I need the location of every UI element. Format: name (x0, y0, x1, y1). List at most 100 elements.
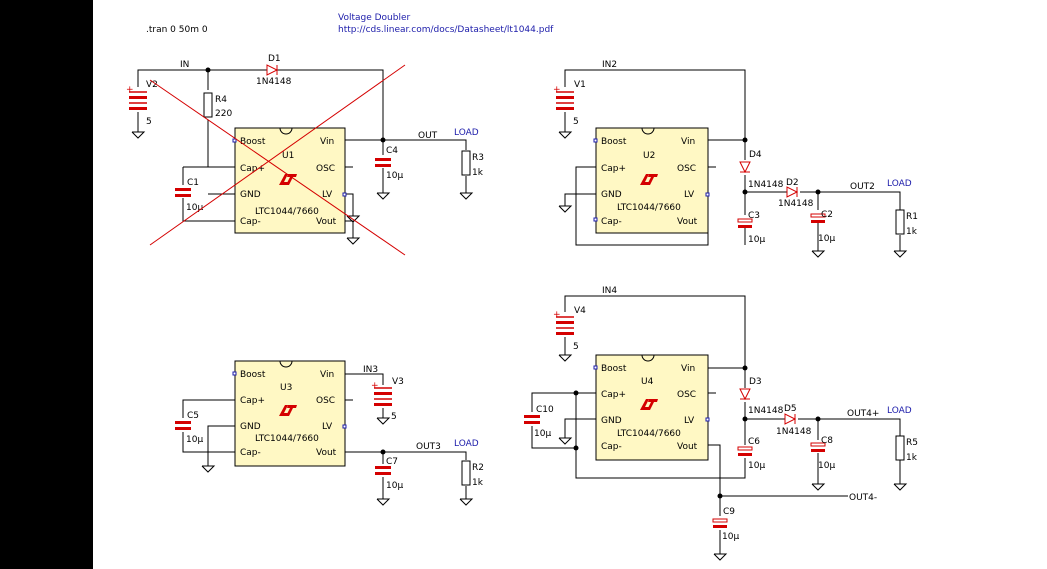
r2-label: R2 (472, 463, 484, 473)
d5-label: D5 (784, 404, 797, 414)
net-out2: OUT2 (850, 182, 875, 192)
net-out4-plus: OUT4+ (847, 409, 879, 419)
u2-pin-lv: LV (684, 190, 695, 200)
r1-label: R1 (906, 212, 918, 222)
d1-label: D1 (268, 54, 281, 64)
load-label-2: LOAD (887, 179, 912, 189)
c7-label: C7 (386, 457, 398, 467)
u1-part: LTC1044/7660 (255, 207, 319, 217)
u4-pin-vin: Vin (681, 364, 695, 374)
r4-value: 220 (215, 109, 232, 119)
load-label-4: LOAD (887, 406, 912, 416)
c9-label: C9 (723, 507, 735, 517)
u3-pin-capplus: Cap+ (240, 396, 265, 406)
net-in: IN (180, 60, 189, 70)
circuit-u4: + V4 5 IN4 D3 1N4148 D5 1N4148 C6 10µ C8… (524, 286, 918, 561)
u2-designator: U2 (643, 151, 655, 161)
u2-pin-osc: OSC (677, 164, 696, 174)
v3-plus: + (371, 381, 379, 391)
u4-pin-capminus: Cap- (601, 442, 622, 452)
d4-label: D4 (749, 150, 762, 160)
c8-value: 10µ (818, 461, 835, 471)
left-black-bar (0, 0, 93, 569)
v4-value: 5 (573, 342, 579, 352)
u3-pin-gnd: GND (240, 422, 261, 432)
u1-pin-capminus: Cap- (240, 217, 261, 227)
d1-value: 1N4148 (256, 77, 292, 87)
r1-value: 1k (906, 227, 918, 237)
net-out4-minus: OUT4- (849, 493, 877, 503)
v1-plus: + (553, 85, 561, 95)
load-label-1: LOAD (454, 128, 479, 138)
u1-pin-gnd: GND (240, 190, 261, 200)
net-in2: IN2 (602, 60, 617, 70)
c3-value: 10µ (748, 235, 765, 245)
u3-pin-vout: Vout (316, 448, 337, 458)
v2-value: 5 (146, 117, 152, 127)
u2-pin-boost: Boost (601, 137, 627, 147)
schematic-title: Voltage Doubler (338, 13, 411, 23)
v1-label: V1 (574, 80, 586, 90)
circuit-u3: IN3 + V3 5 C5 10µ OUT3 LOAD C7 10µ R2 1k… (175, 360, 484, 506)
c4-value: 10µ (386, 171, 403, 181)
v2-plus: + (126, 85, 134, 95)
net-in4: IN4 (602, 286, 617, 296)
u2-pin-gnd: GND (601, 190, 622, 200)
u1-pin-lv: LV (322, 190, 333, 200)
v2-label: V2 (146, 80, 158, 90)
c7-value: 10µ (386, 481, 403, 491)
c2-value: 10µ (818, 234, 835, 244)
u4-pin-vout: Vout (677, 442, 698, 452)
v3-value: 5 (391, 412, 397, 422)
u4-pin-lv: LV (684, 416, 695, 426)
v1-value: 5 (573, 117, 579, 127)
c1-label: C1 (187, 178, 199, 188)
u3-pin-capminus: Cap- (240, 448, 261, 458)
r2-value: 1k (472, 478, 484, 488)
v3-label: V3 (392, 377, 404, 387)
r5-label: R5 (906, 438, 918, 448)
d4-value: 1N4148 (748, 180, 784, 190)
d2-label: D2 (786, 178, 799, 188)
d3-value: 1N4148 (748, 406, 784, 416)
u1-designator: U1 (282, 151, 294, 161)
c8-label: C8 (821, 436, 833, 446)
c4-label: C4 (386, 146, 398, 156)
datasheet-url[interactable]: http://cds.linear.com/docs/Datasheet/lt1… (338, 25, 554, 35)
net-in3: IN3 (363, 365, 378, 375)
u2-pin-capminus: Cap- (601, 217, 622, 227)
net-out3: OUT3 (416, 442, 441, 452)
u2-pin-capplus: Cap+ (601, 164, 626, 174)
c9-value: 10µ (722, 532, 739, 542)
c1-value: 10µ (186, 203, 203, 213)
u3-part: LTC1044/7660 (255, 434, 319, 444)
u2-part: LTC1044/7660 (617, 203, 681, 213)
u2-pin-vout: Vout (677, 217, 698, 227)
u1-pin-vin: Vin (320, 137, 334, 147)
c3-label: C3 (748, 211, 760, 221)
u4-designator: U4 (641, 377, 654, 387)
d2-value: 1N4148 (778, 199, 814, 209)
u4-pin-gnd: GND (601, 416, 622, 426)
u3-pin-osc: OSC (316, 396, 335, 406)
c10-value: 10µ (534, 429, 551, 439)
circuit-u2: + V1 5 IN2 D4 1N4148 D2 1N4148 C3 10µ C2… (553, 60, 918, 258)
c5-label: C5 (187, 411, 199, 421)
r4-label: R4 (215, 95, 227, 105)
u1-pin-boost: Boost (240, 137, 266, 147)
c6-value: 10µ (748, 461, 765, 471)
u1-pin-vout: Vout (316, 217, 337, 227)
u4-pin-capplus: Cap+ (601, 390, 626, 400)
u3-designator: U3 (280, 383, 292, 393)
u4-part: LTC1044/7660 (617, 429, 681, 439)
d5-value: 1N4148 (776, 427, 812, 437)
u1-pin-capplus: Cap+ (240, 164, 265, 174)
u3-pin-lv: LV (322, 422, 333, 432)
c10-label: C10 (536, 405, 554, 415)
net-out: OUT (418, 131, 438, 141)
circuit-u1: + V2 5 IN D1 1N4148 R4 220 C1 10µ C4 10µ… (126, 54, 484, 256)
c5-value: 10µ (186, 435, 203, 445)
c6-label: C6 (748, 437, 760, 447)
u3-pin-vin: Vin (320, 370, 334, 380)
